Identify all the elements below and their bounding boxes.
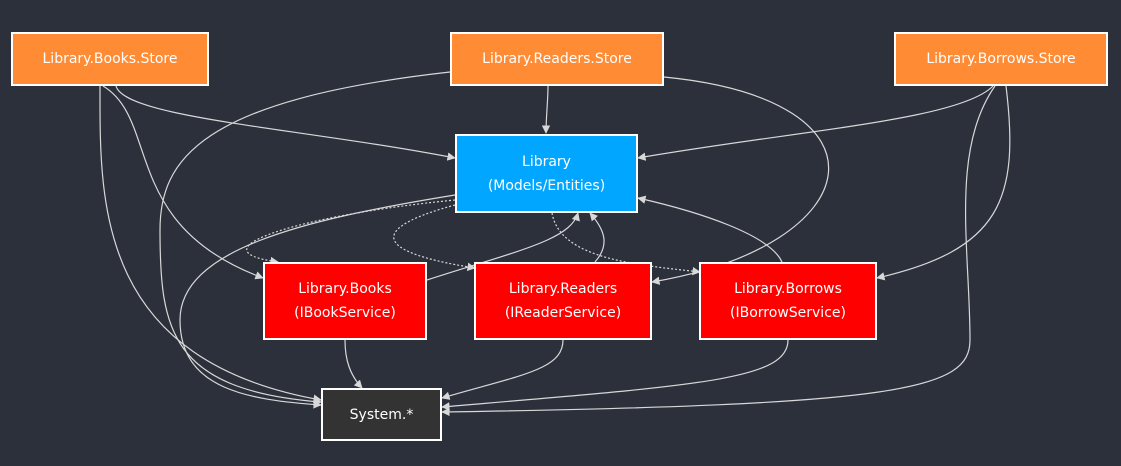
node-books-store[interactable]: Library.Books.Store (11, 32, 209, 86)
node-borrows[interactable]: Library.Borrows (IBorrowService) (699, 262, 877, 340)
node-readers-subtitle: (IReaderService) (504, 305, 622, 321)
node-books-title: Library.Books (298, 281, 392, 297)
node-system[interactable]: System.* (321, 388, 442, 441)
edge-books-library (426, 212, 580, 281)
edge-library-system (179, 194, 456, 409)
edge-books-store-system (99, 85, 322, 403)
edge-readers-store-system (159, 71, 451, 406)
node-readers-title: Library.Readers (508, 281, 618, 297)
edge-readers-store-library (541, 85, 551, 134)
node-readers-store-label: Library.Readers.Store (482, 51, 632, 67)
node-borrows-title: Library.Borrows (734, 281, 842, 297)
edge-readers-library (589, 212, 605, 263)
node-books[interactable]: Library.Books (IBookService) (263, 262, 427, 340)
edge-library-readers (393, 204, 476, 271)
node-readers[interactable]: Library.Readers (IReaderService) (474, 262, 652, 340)
node-borrows-store[interactable]: Library.Borrows.Store (894, 32, 1108, 86)
edge-readers-system (441, 339, 564, 400)
node-library-subtitle: (Models/Entities) (487, 177, 606, 194)
node-borrows-store-label: Library.Borrows.Store (926, 51, 1076, 67)
edge-borrows-system (441, 339, 789, 411)
edge-borrows-store-borrows (876, 85, 1011, 281)
node-borrows-subtitle: (IBorrowService) (730, 305, 846, 321)
node-books-store-label: Library.Books.Store (42, 51, 178, 67)
edge-books-system (344, 339, 363, 389)
edge-borrows-store-library (637, 85, 994, 161)
edge-borrows-library (637, 195, 783, 263)
node-library[interactable]: Library (Models/Entities) (455, 134, 638, 213)
node-books-subtitle: (IBookService) (294, 305, 396, 321)
edge-borrows-store-system (441, 85, 996, 417)
node-system-label: System.* (349, 406, 414, 423)
edge-library-books (246, 199, 456, 266)
edge-books-store-books (102, 85, 264, 280)
edge-readers-store-readers (651, 76, 830, 285)
edge-library-borrows (551, 212, 701, 276)
node-readers-store[interactable]: Library.Readers.Store (450, 32, 664, 86)
node-library-title: Library (522, 153, 571, 170)
edge-books-store-library (115, 85, 456, 161)
